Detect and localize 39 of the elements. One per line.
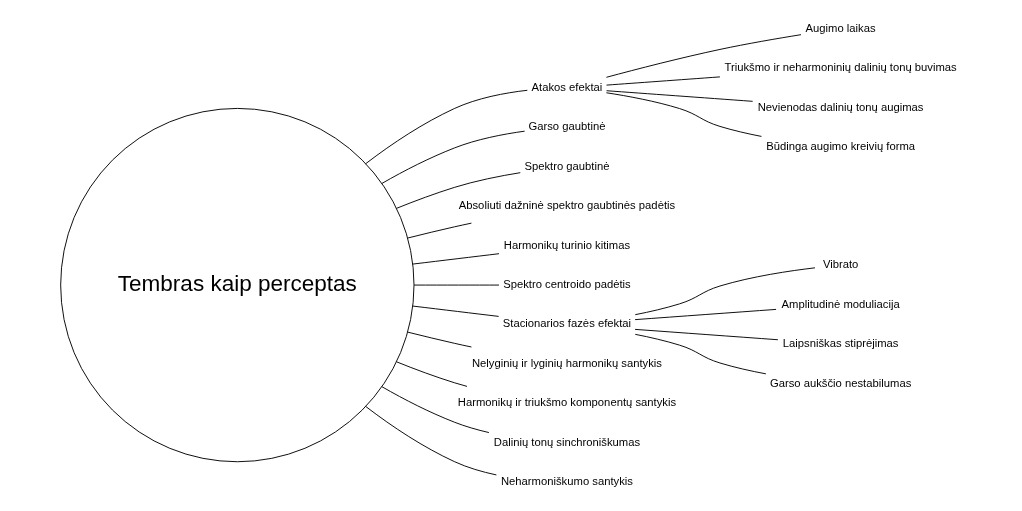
node-text: Stacionarios fazės efektai: [502, 317, 632, 330]
connector: [395, 361, 468, 387]
connector: [407, 222, 472, 239]
node-text: Nelyginių ir lyginių harmonikų santykis: [471, 356, 662, 369]
connector: [634, 308, 777, 321]
node-text: Augimo laikas: [805, 21, 876, 34]
node-text: Spektro gaubtinė: [524, 159, 610, 172]
node-text: Dalinių tonų sinchroniškumas: [493, 435, 641, 448]
connector: [634, 328, 779, 341]
connector: [412, 253, 500, 265]
connector: [365, 405, 497, 476]
connector: [413, 284, 500, 286]
node-text: Nevienodas dalinių tonų augimas: [757, 100, 924, 113]
node-circle: Tembras kaip perceptas: [60, 107, 415, 463]
node-text: Harmonikų ir triukšmo komponentų santykis: [457, 396, 677, 409]
node-text: Amplitudinė moduliacija: [781, 297, 900, 310]
node-text: Garso aukščio nestabilumas: [769, 376, 912, 389]
node-text: Būdinga augimo kreivių forma: [766, 139, 916, 152]
node-text: Neharmoniškumo santykis: [500, 475, 633, 488]
node-text: Absoliuti dažninė spektro gaubtinės padėtis: [458, 199, 676, 212]
connector: [407, 331, 472, 348]
connector: [606, 90, 754, 102]
connector: [395, 172, 521, 209]
node-text: Spektro centroido padėtis: [503, 277, 631, 290]
node-text: Harmonikų turinio kitimas: [503, 238, 631, 251]
connector: [412, 305, 500, 317]
connector: [365, 89, 528, 165]
connector: [634, 333, 767, 375]
node-text: Atakos efektai: [531, 80, 603, 93]
connector: [605, 92, 762, 137]
connector: [381, 386, 490, 434]
node-text: Garso gaubtinė: [528, 120, 606, 133]
node-text: Laipsniškas stiprėjimas: [782, 337, 899, 350]
connector: [381, 130, 526, 184]
connector: [634, 267, 816, 316]
node-text: Triukšmo ir neharmoninių dalinių tonų buvimas: [724, 61, 957, 74]
node-text: Vibrato: [822, 258, 859, 271]
connector: [606, 76, 721, 86]
connector: [606, 34, 802, 78]
